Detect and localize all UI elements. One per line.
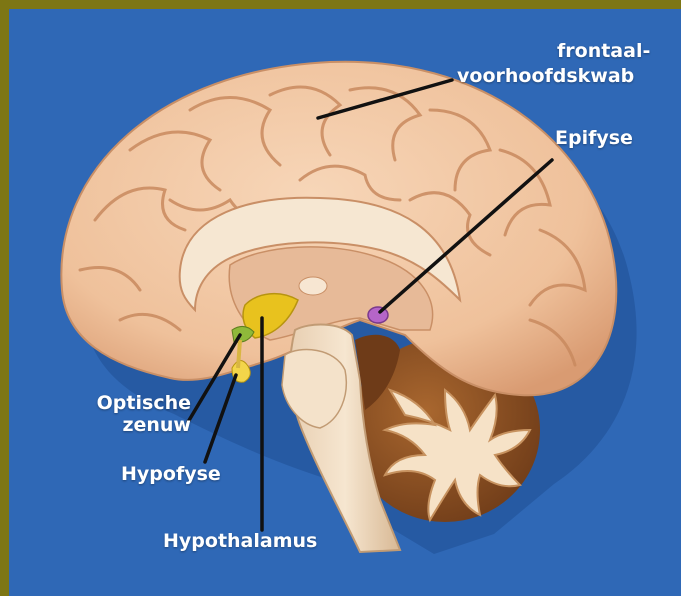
label-frontal-lobe: frontaal- bbox=[557, 40, 650, 62]
label-frontal-line1: frontaal- bbox=[557, 40, 650, 62]
label-epifyse: Epifyse bbox=[555, 127, 633, 149]
diagram-panel: frontaal- voorhoofdskwab Epifyse Optisch… bbox=[9, 9, 681, 596]
label-hypothalamus: Hypothalamus bbox=[163, 530, 317, 552]
label-hypofyse: Hypofyse bbox=[121, 463, 221, 485]
label-frontal-lobe-2: voorhoofdskwab bbox=[457, 65, 634, 87]
brain-illustration bbox=[9, 9, 681, 596]
label-frontal-line2: voorhoofdskwab bbox=[457, 65, 634, 87]
thalamus-center bbox=[299, 277, 327, 295]
label-optic-line1: Optische bbox=[71, 392, 191, 414]
label-optic-line2: zenuw bbox=[99, 414, 191, 436]
label-optic-nerve: Optische zenuw bbox=[71, 392, 191, 436]
